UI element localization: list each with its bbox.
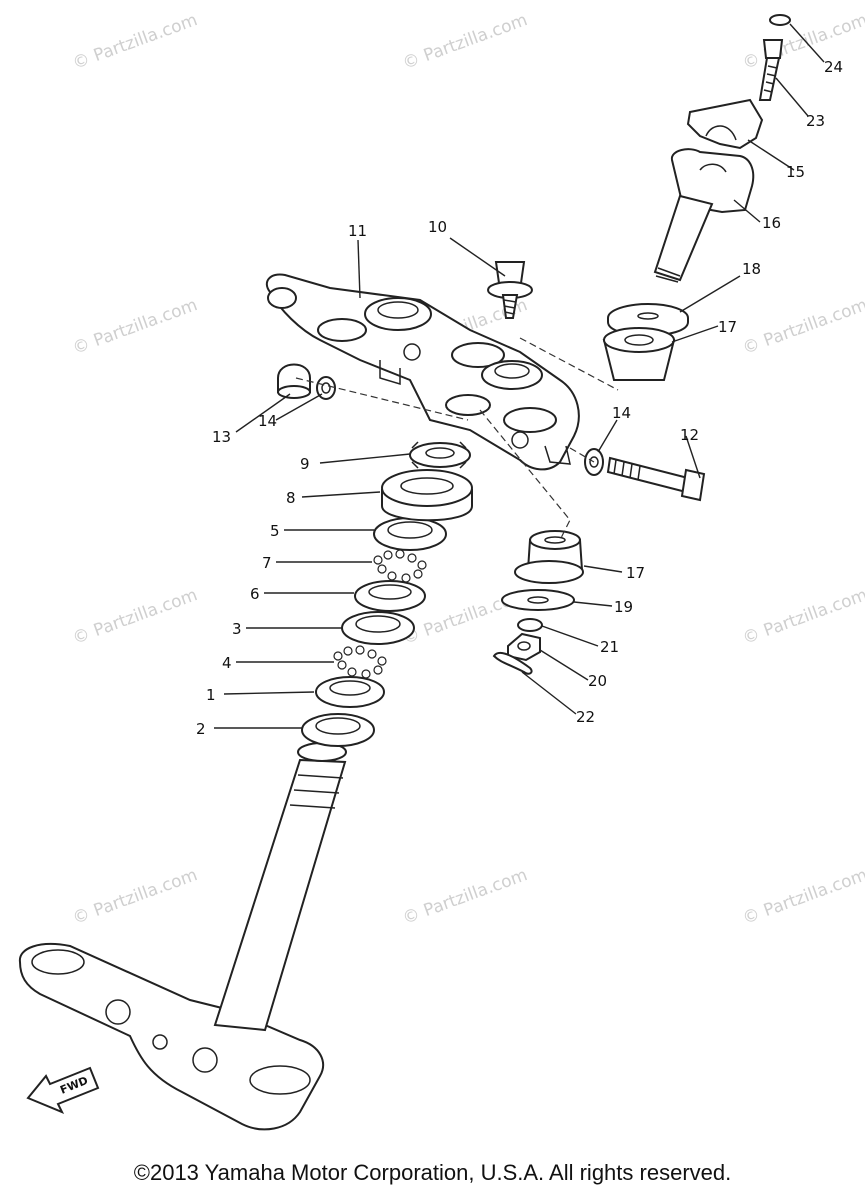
callout-3: 3 [232, 620, 242, 638]
fwd-arrow-icon: FWD [26, 1066, 100, 1114]
steering-stem [213, 742, 347, 1032]
callout-11: 11 [348, 222, 367, 240]
callout-12: 12 [680, 426, 699, 444]
ball-ring-upper [373, 549, 427, 583]
callout-6: 6 [250, 585, 260, 603]
callout-5: 5 [270, 522, 280, 540]
holder-16 [653, 148, 755, 283]
callout-1: 1 [206, 686, 216, 704]
bearing-stack [301, 441, 473, 747]
callout-24: 24 [824, 58, 843, 76]
callout-7: 7 [262, 554, 272, 572]
callout-15: 15 [786, 163, 805, 181]
callout-13: 13 [212, 428, 231, 446]
lower-bracket [18, 942, 325, 1131]
callout-16: 16 [762, 214, 781, 232]
bolt-23 [758, 39, 784, 101]
cap-24 [769, 14, 791, 26]
callout-4: 4 [222, 654, 232, 672]
callout-18: 18 [742, 260, 761, 278]
bolt-10 [487, 261, 533, 319]
callout-19: 19 [614, 598, 633, 616]
leader-lines [214, 23, 825, 729]
ball-ring-lower [333, 645, 387, 679]
upper-bracket [265, 273, 580, 471]
callout-labels: 1 2 3 4 5 6 7 8 9 10 11 12 13 14 14 15 1… [196, 58, 843, 738]
callout-2: 2 [196, 720, 206, 738]
cap-nut-13 [277, 363, 311, 399]
callout-23: 23 [806, 112, 825, 130]
callout-17-upper: 17 [718, 318, 737, 336]
collar-17-upper [602, 327, 676, 381]
holder-cap-15 [686, 98, 764, 150]
callout-17-lower: 17 [626, 564, 645, 582]
callout-22: 22 [576, 708, 595, 726]
callout-10: 10 [428, 218, 447, 236]
callout-21: 21 [600, 638, 619, 656]
callout-9: 9 [300, 455, 310, 473]
bolt-12 [606, 456, 706, 502]
copyright-footer: ©2013 Yamaha Motor Corporation, U.S.A. A… [133, 1160, 732, 1185]
cotter-pin-22 [492, 651, 533, 675]
alignment-lines [295, 337, 619, 541]
exploded-parts-diagram: 1 2 3 4 5 6 7 8 9 10 11 12 13 14 14 15 1… [18, 14, 843, 1131]
washer-21 [517, 618, 543, 632]
callout-14-right: 14 [612, 404, 631, 422]
callout-8: 8 [286, 489, 296, 507]
callout-20: 20 [588, 672, 607, 690]
washer-19 [501, 589, 575, 611]
collar-17-lower [514, 530, 584, 584]
callout-14-left: 14 [258, 412, 277, 430]
